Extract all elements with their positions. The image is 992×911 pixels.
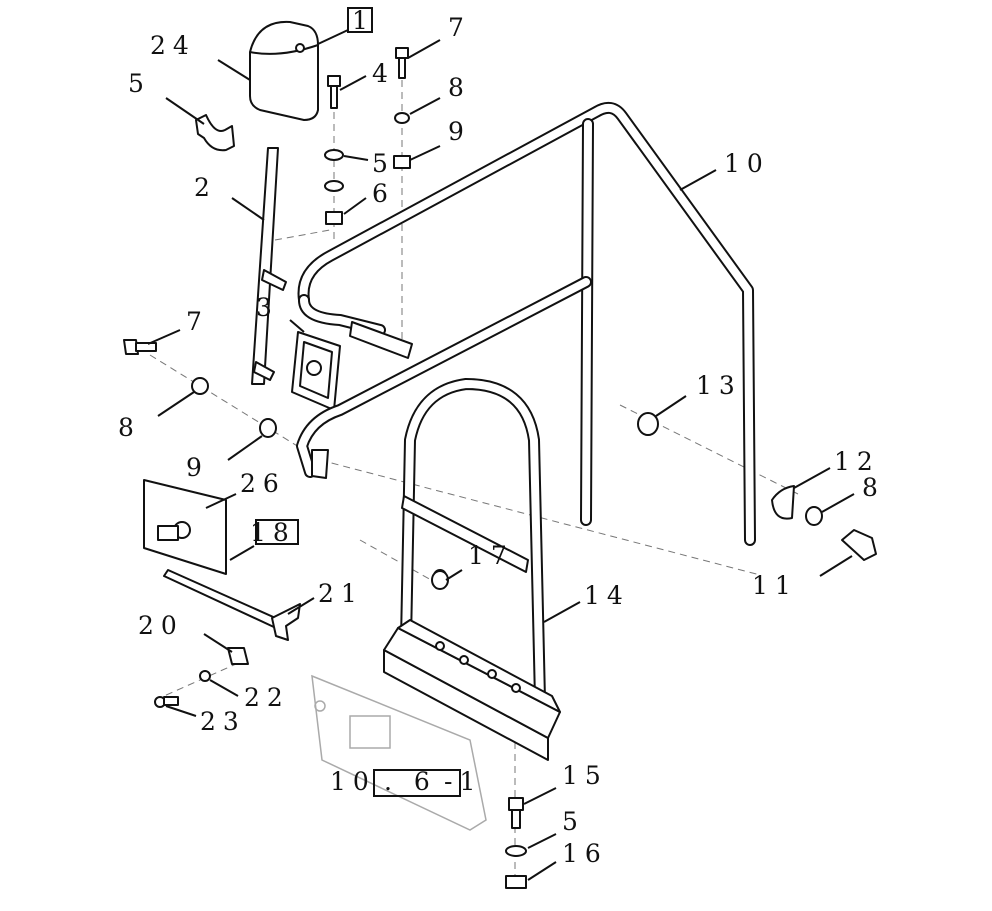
nut-part-17 <box>431 570 449 590</box>
label-5-top: 5 <box>128 69 151 98</box>
rollbar-part-10 <box>296 101 756 546</box>
label-22: 22 <box>244 683 290 712</box>
label-2: 2 <box>194 173 217 202</box>
lamp-part-3 <box>291 331 341 411</box>
pad-part-26 <box>143 479 227 575</box>
ref-prefix: 10 <box>330 767 376 796</box>
label-18: 18 <box>250 518 296 547</box>
label-10: 10 <box>724 149 770 178</box>
hardware-left <box>123 339 277 438</box>
label-7-left: 7 <box>186 307 209 336</box>
ref-box-text: . 6 <box>384 767 437 796</box>
label-11: 11 <box>752 571 798 600</box>
clamp-part-5 <box>195 114 235 152</box>
label-7-top: 7 <box>448 13 471 42</box>
label-8-top: 8 <box>448 73 471 102</box>
label-box-1 <box>347 7 373 33</box>
label-26: 26 <box>240 469 286 498</box>
label-14: 14 <box>584 581 630 610</box>
hardware-right <box>637 412 877 561</box>
hardware-top <box>324 47 411 225</box>
ref-box <box>373 769 461 797</box>
hardware-bottom <box>505 797 527 889</box>
label-1: 1 <box>352 6 375 35</box>
label-13: 13 <box>696 371 742 400</box>
label-9-top: 9 <box>448 117 471 146</box>
label-12: 12 <box>834 447 880 476</box>
label-24: 24 <box>150 31 196 60</box>
support-bar-part-2 <box>251 147 287 385</box>
label-8-left: 8 <box>118 413 141 442</box>
label-20: 20 <box>138 611 184 640</box>
label-17: 17 <box>468 541 514 570</box>
label-box-18 <box>255 519 299 545</box>
label-16: 16 <box>562 839 608 868</box>
label-9-left: 9 <box>186 453 209 482</box>
cover-part-24 <box>249 20 319 121</box>
label-8-right: 8 <box>862 473 885 502</box>
linkage-parts-20-23 <box>154 569 301 708</box>
label-3: 3 <box>256 293 279 322</box>
ref-suffix: -1 <box>444 767 482 796</box>
label-23: 23 <box>200 707 246 736</box>
counterweight-block <box>311 674 487 831</box>
label-21: 21 <box>318 579 364 608</box>
label-4: 4 <box>372 59 395 88</box>
label-5-mid: 5 <box>372 149 395 178</box>
frame-part-14 <box>383 378 561 761</box>
callout-labels: 1 24 5 7 4 8 9 5 6 10 2 3 7 8 9 13 12 8 … <box>118 6 885 868</box>
leader-lines <box>147 29 855 881</box>
label-6: 6 <box>372 179 395 208</box>
label-5-bottom: 5 <box>562 807 585 836</box>
label-15: 15 <box>562 761 608 790</box>
